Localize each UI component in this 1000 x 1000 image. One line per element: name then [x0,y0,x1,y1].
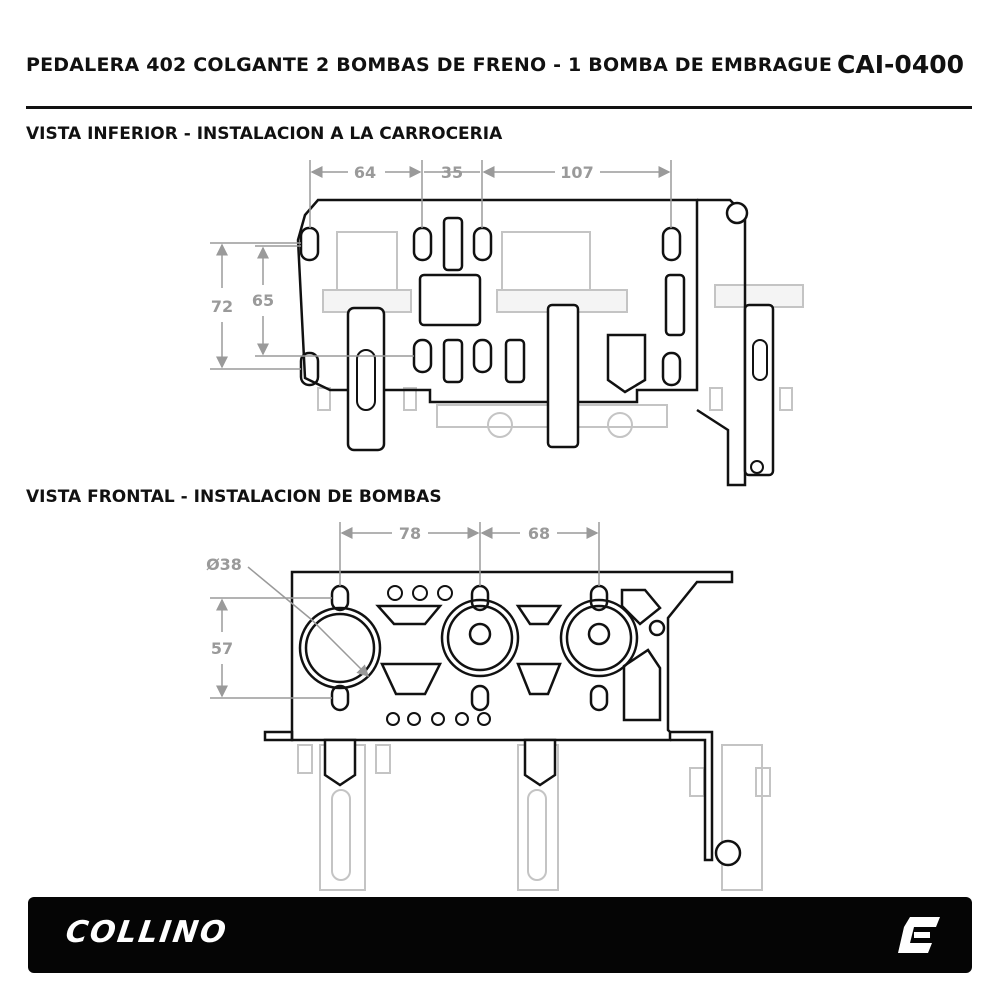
bottom-view-drawing: 64 35 107 72 65 [210,160,804,487]
lightening-holes [386,585,491,726]
brand-footer: COLLINO [28,897,972,973]
brand-wordmark: COLLINO [63,915,230,950]
dim-107: 107 [560,163,593,182]
bottom-view-dimension-lines [210,160,672,370]
dim-35: 35 [441,163,463,182]
dim-57: 57 [211,639,233,658]
dim-72: 72 [211,297,233,316]
dim-65: 65 [252,291,274,310]
dim-diameter-38: Ø38 [206,555,242,574]
front-view-dimension-lines [210,522,600,699]
dim-68: 68 [528,524,550,543]
front-view-drawing: 78 68 Ø38 57 [206,522,771,891]
section-title-front-view: VISTA FRONTAL - INSTALACION DE BOMBAS [26,487,442,507]
mounting-slots [299,216,686,394]
mounting-plate-bottom [296,198,699,404]
section-title-bottom-view: VISTA INFERIOR - INSTALACION A LA CARROC… [26,124,503,144]
cylinder-bores [298,598,639,690]
page-title: PEDALERA 402 COLGANTE 2 BOMBAS DE FRENO … [26,54,833,76]
dim-64: 64 [354,163,376,182]
dim-78: 78 [399,524,421,543]
clutch-bracket-front [670,730,714,862]
pedal-pivots [356,339,768,474]
part-code: CAI-0400 [837,50,964,79]
header-divider [26,106,972,109]
plate-tab-left [263,730,294,742]
collino-c-logo-icon [898,917,940,953]
clutch-bracket [696,198,747,487]
mounting-plate-front [290,570,734,742]
bolt-slots-front [330,584,666,722]
pedal-mounts-front [323,738,742,867]
pivot-pin [725,201,749,225]
